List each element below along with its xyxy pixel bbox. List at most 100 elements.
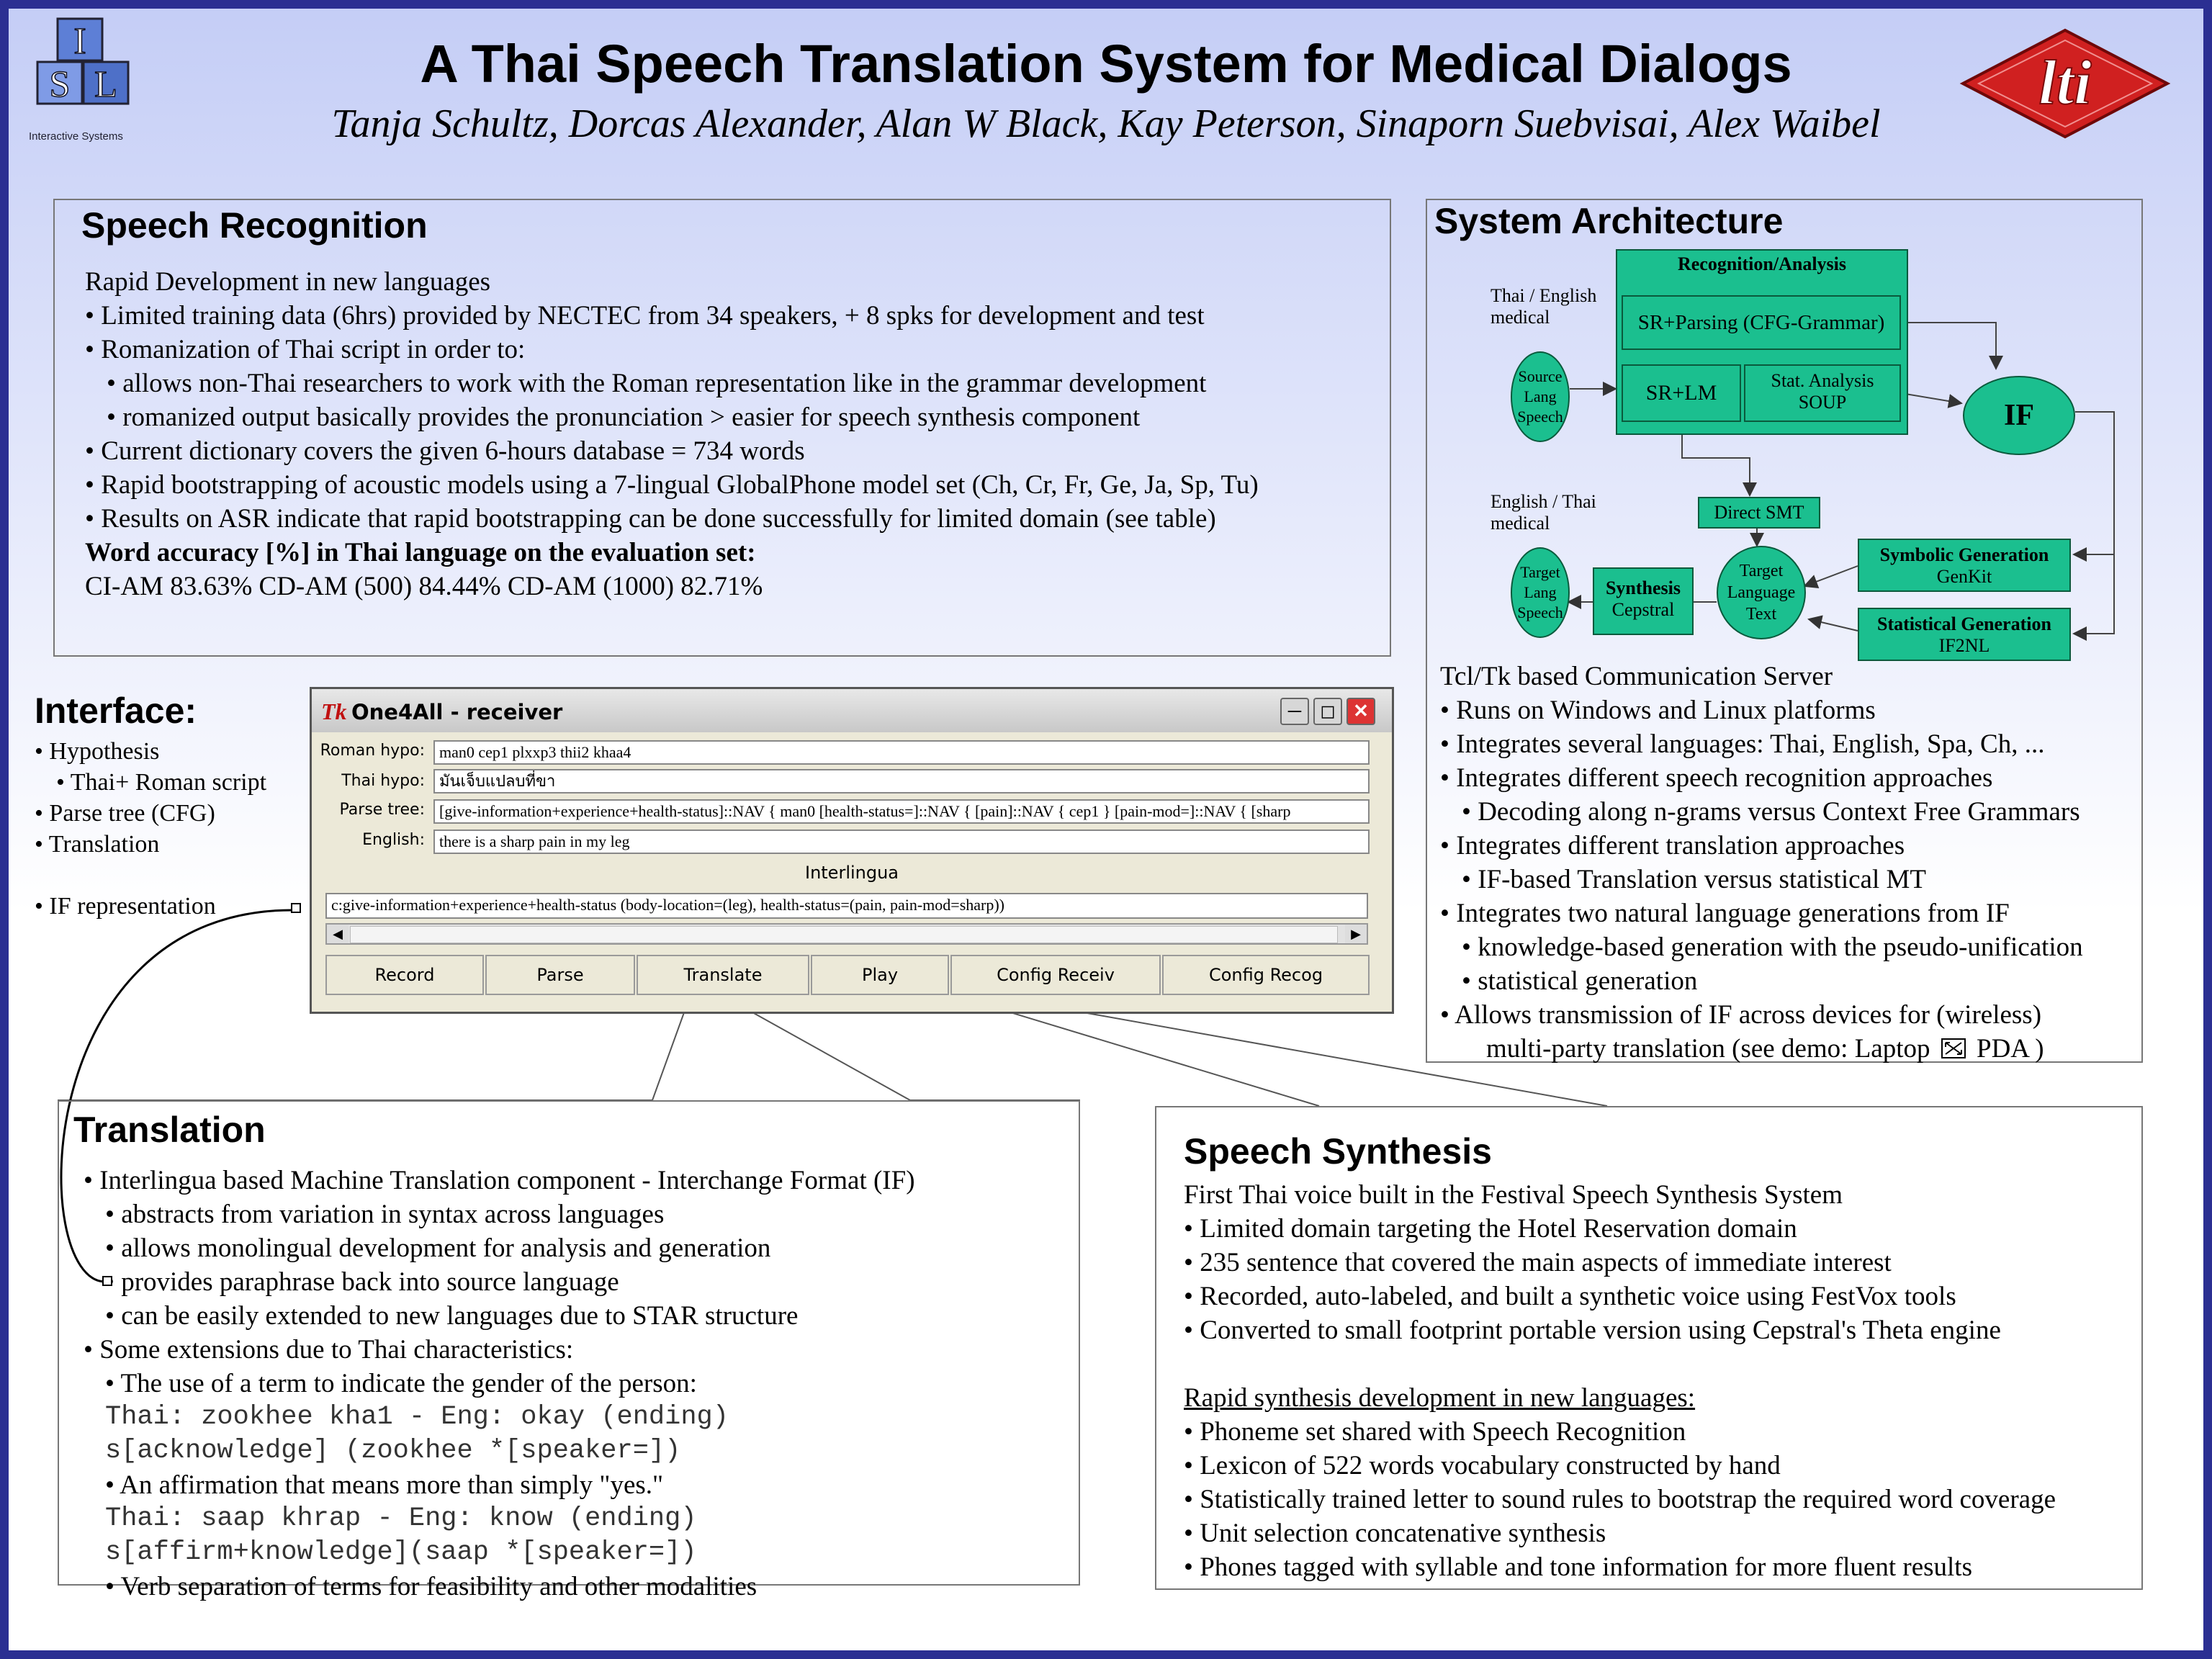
interlingua-label: Interlingua xyxy=(804,863,899,883)
sr-results: CI-AM 83.63% CD-AM (500) 84.44% CD-AM (1… xyxy=(85,572,763,601)
speech-synthesis-panel xyxy=(1155,1106,2143,1590)
sa-line: • Integrates different speech recognitio… xyxy=(1440,763,1993,793)
recognition-analysis-label: Recognition/Analysis xyxy=(1677,253,1847,274)
ss-line: • Phones tagged with syllable and tone i… xyxy=(1184,1552,1972,1582)
record-button[interactable]: Record xyxy=(325,955,484,995)
ss-line: • Lexicon of 522 words vocabulary constr… xyxy=(1184,1451,1781,1480)
sr-line: • Rapid bootstrapping of acoustic models… xyxy=(85,470,1259,500)
parse-tree-field[interactable]: [give-information+experience+health-stat… xyxy=(433,799,1370,824)
interface-line: • Thai+ Roman script xyxy=(56,769,267,796)
callout-marker xyxy=(102,1276,112,1286)
thai-hypo-label: Thai hypo: xyxy=(341,772,425,790)
ss-line: • Recorded, auto-labeled, and built a sy… xyxy=(1184,1282,1956,1311)
ss-line: • Unit selection concatenative synthesis xyxy=(1184,1519,1606,1548)
ss-line: • Converted to small footprint portable … xyxy=(1184,1316,2001,1345)
isl-logo-caption: Interactive Systems xyxy=(29,130,123,143)
tr-line: • The use of a term to indicate the gend… xyxy=(105,1369,697,1398)
minimize-button[interactable]: ─ xyxy=(1280,698,1309,725)
config-receiv-button[interactable]: Config Receiv xyxy=(950,955,1161,995)
ss-line: • 235 sentence that covered the main asp… xyxy=(1184,1248,1892,1277)
tr-line: • Some extensions due to Thai characteri… xyxy=(84,1335,574,1364)
roman-hypo-label: Roman hypo: xyxy=(320,742,425,760)
system-architecture-panel xyxy=(1426,199,2143,1063)
svg-text:I: I xyxy=(73,21,86,62)
sa-line: • Runs on Windows and Linux platforms xyxy=(1440,696,1876,725)
translation-text: • Interlingua based Machine Translation … xyxy=(84,1164,915,1604)
recognition-analysis-box xyxy=(1616,249,1908,435)
play-button[interactable]: Play xyxy=(811,955,949,995)
tr-line: • An affirmation that means more than si… xyxy=(105,1470,664,1500)
sr-line: • Romanization of Thai script in order t… xyxy=(85,335,526,364)
interface-line: • Translation xyxy=(35,831,160,858)
tk-app-icon: Tk xyxy=(321,698,347,724)
translation-heading: Translation xyxy=(73,1110,266,1150)
scroll-thumb[interactable] xyxy=(350,926,1338,943)
maximize-button[interactable]: ◻ xyxy=(1313,698,1342,725)
interface-line: • IF representation xyxy=(35,893,216,920)
tr-line: • Verb separation of terms for feasibili… xyxy=(105,1572,757,1601)
translate-button[interactable]: Translate xyxy=(637,955,809,995)
tr-line: • can be easily extended to new language… xyxy=(105,1301,799,1331)
speech-recognition-panel xyxy=(53,199,1391,657)
scroll-left-icon[interactable]: ◀ xyxy=(327,925,349,943)
sa-line: • Decoding along n-grams versus Context … xyxy=(1462,797,2080,827)
parse-tree-label: Parse tree: xyxy=(339,801,425,819)
interface-heading: Interface: xyxy=(35,691,197,731)
direct-smt-box: Direct SMT xyxy=(1698,497,1820,529)
roman-hypo-field[interactable]: man0 cep1 plxxp3 thii2 khaa4 xyxy=(433,740,1370,765)
thai-hypo-field[interactable]: มันเจ็บแปลบที่ขา xyxy=(433,769,1370,793)
ss-subheading: Rapid synthesis development in new langu… xyxy=(1184,1383,1696,1413)
svg-text:lti: lti xyxy=(2038,48,2092,118)
poster-title: A Thai Speech Translation System for Med… xyxy=(420,34,1792,94)
window-titlebar[interactable] xyxy=(312,689,1392,732)
ss-line: First Thai voice built in the Festival S… xyxy=(1184,1180,1843,1210)
system-architecture-text: Tcl/Tk based Communication Server • Runs… xyxy=(1440,660,2083,1066)
sa-line: • Integrates two natural language genera… xyxy=(1440,899,2010,928)
svg-text:S: S xyxy=(50,64,71,105)
speech-synthesis-text: First Thai voice built in the Festival S… xyxy=(1184,1178,2056,1584)
poster-authors: Tanja Schultz, Dorcas Alexander, Alan W … xyxy=(331,102,1881,146)
sa-line: • Integrates several languages: Thai, En… xyxy=(1440,729,2045,759)
sa-line-demo: multi-party translation (see demo: Lapto… xyxy=(1486,1033,2044,1064)
tr-example: Thai: saap khrap - Eng: know (ending) xyxy=(105,1503,697,1534)
translation-panel xyxy=(58,1100,1080,1586)
interlingua-field[interactable]: c:give-information+experience+health-sta… xyxy=(325,893,1368,919)
sa-line: Tcl/Tk based Communication Server xyxy=(1440,662,1833,691)
if-oval: IF xyxy=(1963,376,2075,455)
tr-example: s[acknowledge] (zookhee *[speaker=]) xyxy=(105,1436,681,1466)
sr-table-caption: Word accuracy [%] in Thai language on th… xyxy=(85,538,756,567)
callout-marker xyxy=(291,903,301,913)
config-recog-button[interactable]: Config Recog xyxy=(1162,955,1370,995)
window-title: One4All - receiver xyxy=(351,700,563,724)
tr-line: • allows monolingual development for ana… xyxy=(105,1233,771,1263)
english-field[interactable]: there is a sharp pain in my leg xyxy=(433,830,1370,854)
ss-line: • Limited domain targeting the Hotel Res… xyxy=(1184,1214,1797,1244)
parse-button[interactable]: Parse xyxy=(485,955,635,995)
english-label: English: xyxy=(362,831,425,849)
sa-line: • Integrates different translation appro… xyxy=(1440,831,1905,860)
sr-lm-box: SR+LM xyxy=(1622,364,1741,422)
sa-line: • statistical generation xyxy=(1462,966,1698,996)
close-button[interactable]: ✕ xyxy=(1346,698,1375,725)
horizontal-scrollbar[interactable]: ◀ ▶ xyxy=(325,923,1368,945)
bidirectional-arrow-icon xyxy=(1941,1033,1966,1058)
speech-recognition-heading: Speech Recognition xyxy=(81,205,428,246)
sr-line: • allows non-Thai researchers to work wi… xyxy=(107,369,1207,398)
interface-line: • Parse tree (CFG) xyxy=(35,800,215,827)
sr-line: • Results on ASR indicate that rapid boo… xyxy=(85,504,1216,534)
sr-line: Rapid Development in new languages xyxy=(85,267,491,297)
tr-line: • Interlingua based Machine Translation … xyxy=(84,1166,915,1195)
sa-line: • Allows transmission of IF across devic… xyxy=(1440,1000,2042,1030)
sr-parsing-box: SR+Parsing (CFG-Grammar) xyxy=(1622,295,1901,350)
sa-line: • knowledge-based generation with the ps… xyxy=(1462,932,2083,962)
tr-example: s[affirm+knowledge](saap *[speaker=]) xyxy=(105,1537,697,1568)
scroll-right-icon[interactable]: ▶ xyxy=(1345,925,1367,943)
